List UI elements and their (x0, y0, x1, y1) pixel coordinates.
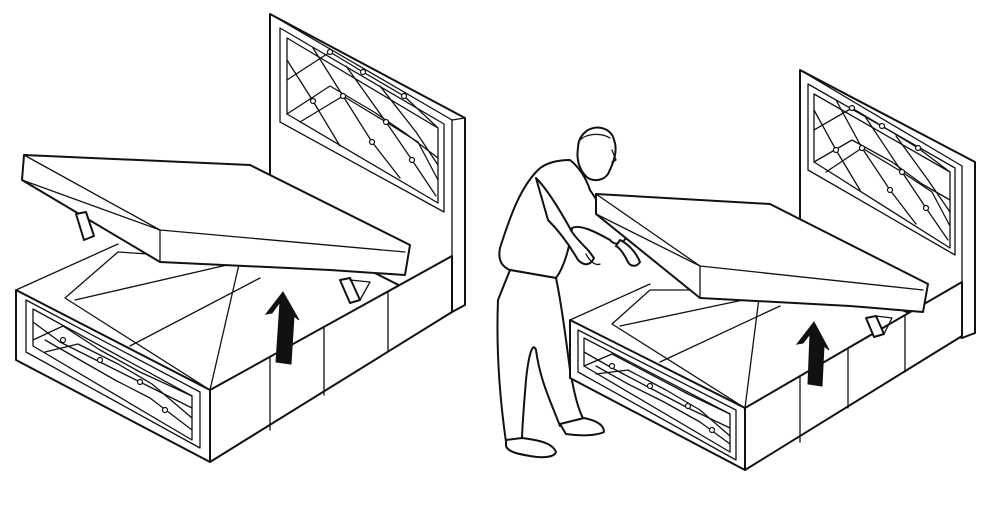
left-footboard-tufting (32, 321, 193, 431)
person-figure (496, 126, 641, 459)
right-lifted-mattress (595, 193, 929, 338)
left-gas-strut (75, 211, 371, 304)
left-headboard-tufting (286, 47, 439, 197)
left-up-lift-arrow (264, 291, 300, 365)
right-up-lift-arrow (795, 321, 830, 387)
left-lifted-mattress (21, 154, 411, 304)
right-gas-strut (865, 315, 893, 338)
left-bed-panel (15, 13, 466, 463)
right-headboard-tufting (813, 99, 951, 241)
right-bed-panel (569, 69, 976, 471)
right-footboard-tufting (583, 351, 731, 445)
